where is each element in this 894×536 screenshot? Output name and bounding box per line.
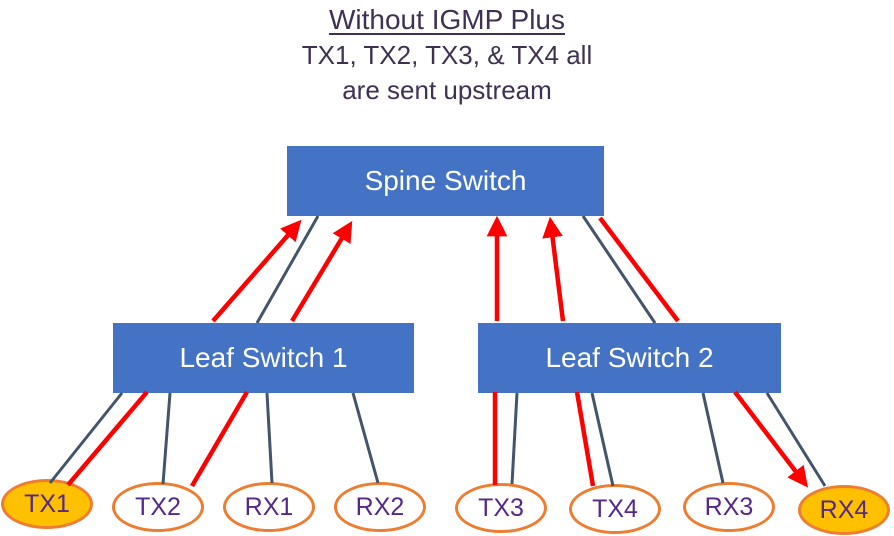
tx1-label: TX1 xyxy=(24,489,70,518)
traffic-link-tx4-to-spine-switch xyxy=(542,216,566,322)
traffic-link-tx1-to-leaf-switch-1 xyxy=(66,390,149,487)
physical-link-leaf-switch-1-to-spine-switch xyxy=(255,215,320,324)
traffic-link-spine-switch-to-leaf-switch-2 xyxy=(598,216,680,323)
physical-link-spine-switch-to-leaf-switch-2 xyxy=(581,215,657,324)
diagram-title: Without IGMP Plus xyxy=(328,4,565,35)
node-tx1: TX1 xyxy=(1,479,93,529)
physical-link-leaf-switch-2-to-rx4 xyxy=(765,392,827,487)
leaf-switch-1-label: Leaf Switch 1 xyxy=(179,342,348,373)
tx4-label: TX4 xyxy=(592,494,638,523)
node-rx1: RX1 xyxy=(223,482,315,532)
traffic-link-tx1-to-spine-switch xyxy=(211,219,302,323)
node-leaf-switch-2: Leaf Switch 2 xyxy=(478,323,781,393)
physical-link-leaf-switch-2-to-tx3 xyxy=(510,392,519,485)
rx4-label: RX4 xyxy=(819,495,869,524)
node-rx4: RX4 xyxy=(798,485,890,535)
node-rx2: RX2 xyxy=(334,482,426,532)
traffic-link-tx4-to-leaf-switch-2 xyxy=(574,391,596,487)
node-tx4: TX4 xyxy=(569,484,661,534)
traffic-link-tx2-to-leaf-switch-1 xyxy=(190,390,249,488)
physical-link-leaf-switch-2-to-tx4 xyxy=(590,392,615,487)
rx1-label: RX1 xyxy=(244,492,294,521)
traffic-link-tx2-to-spine-switch xyxy=(290,220,353,323)
node-tx3: TX3 xyxy=(455,483,547,533)
physical-link-leaf-switch-1-to-rx1 xyxy=(265,392,274,484)
tx3-label: TX3 xyxy=(478,493,524,522)
rx3-label: RX3 xyxy=(704,492,754,521)
leaf-switch-2-label: Leaf Switch 2 xyxy=(545,342,714,373)
title-block: Without IGMP Plus TX1, TX2, TX3, & TX4 a… xyxy=(0,2,894,108)
node-leaf-switch-1: Leaf Switch 1 xyxy=(113,323,414,393)
physical-link-leaf-switch-1-to-rx2 xyxy=(351,392,380,484)
spine-switch-label: Spine Switch xyxy=(364,165,527,196)
diagram-subtitle-line1: TX1, TX2, TX3, & TX4 all xyxy=(301,40,593,70)
physical-link-leaf-switch-2-to-rx3 xyxy=(701,392,725,484)
traffic-link-leaf-switch-2-to-rx4 xyxy=(733,390,809,488)
node-spine-switch: Spine Switch xyxy=(287,146,604,216)
tx2-label: TX2 xyxy=(135,492,181,521)
physical-link-leaf-switch-1-to-tx1 xyxy=(48,392,124,484)
diagram-subtitle-line2: are sent upstream xyxy=(342,75,552,105)
node-rx3: RX3 xyxy=(683,482,775,532)
physical-link-leaf-switch-1-to-tx2 xyxy=(161,392,172,485)
node-tx2: TX2 xyxy=(112,482,204,532)
rx2-label: RX2 xyxy=(355,492,405,521)
